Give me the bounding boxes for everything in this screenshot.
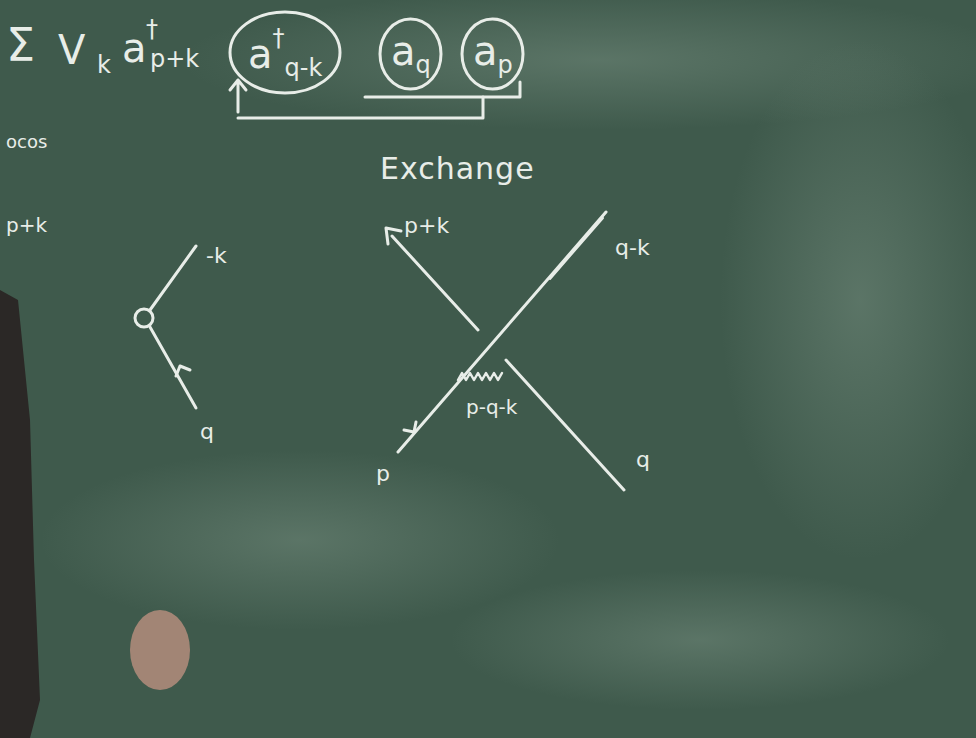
operator-circle-outline (462, 19, 523, 89)
formula-subscript: k (97, 52, 111, 78)
contraction-arrow (230, 80, 246, 112)
fermion-line (550, 218, 603, 279)
momentum-label: p (376, 462, 390, 486)
board-note: ocos (6, 132, 47, 152)
circled-operator: a†q-k (228, 10, 342, 95)
operator-text: ap (473, 31, 513, 77)
momentum-label: q (200, 420, 214, 444)
operator-subscript: p (498, 53, 513, 77)
operator-subscript: q (416, 53, 431, 77)
formula-symbol: Σ (6, 20, 35, 71)
fermion-line (398, 212, 606, 452)
operator-superscript: † (273, 26, 285, 50)
momentum-label: p+k (6, 214, 47, 236)
momentum-label: q (636, 448, 650, 472)
formula-superscript: † (146, 16, 158, 42)
operator-symbol: a (391, 31, 416, 71)
operator-circle-outline (230, 12, 340, 93)
vertex-circle (135, 309, 153, 327)
circled-operator: aq (378, 17, 443, 91)
operator-text: a†q-k (248, 26, 322, 80)
fermion-arrow (386, 228, 401, 244)
fermion-line (150, 327, 196, 408)
operator-symbol: a (248, 34, 273, 74)
fermion-line (506, 360, 624, 490)
lecturer-sleeve (0, 290, 40, 738)
formula-symbol: a (122, 26, 147, 70)
operator-symbol: a (473, 31, 498, 71)
fermion-line (150, 246, 196, 310)
momentum-label: q-k (615, 236, 650, 260)
diagram-title: Exchange (380, 152, 535, 185)
momentum-label: p+k (404, 214, 449, 238)
formula-symbol: V (58, 28, 85, 72)
circled-operator: ap (460, 17, 525, 91)
operator-circle (228, 10, 342, 95)
lecturer-hand (130, 610, 190, 690)
momentum-label: p-q-k (466, 396, 517, 418)
chalk-smudge (720, 40, 976, 560)
interaction-wavy-line (458, 373, 502, 380)
fermion-line (392, 236, 478, 330)
contraction-bracket (238, 97, 483, 118)
formula-subscript: p+k (150, 46, 199, 72)
fermion-arrow (176, 366, 190, 376)
fermion-arrow (404, 422, 416, 432)
operator-circle-outline (380, 19, 441, 89)
operator-text: aq (391, 31, 431, 77)
chalk-smudge (450, 570, 950, 710)
momentum-label: -k (206, 244, 227, 268)
operator-subscript: q-k (285, 56, 323, 80)
chalk-smudge (40, 450, 560, 630)
